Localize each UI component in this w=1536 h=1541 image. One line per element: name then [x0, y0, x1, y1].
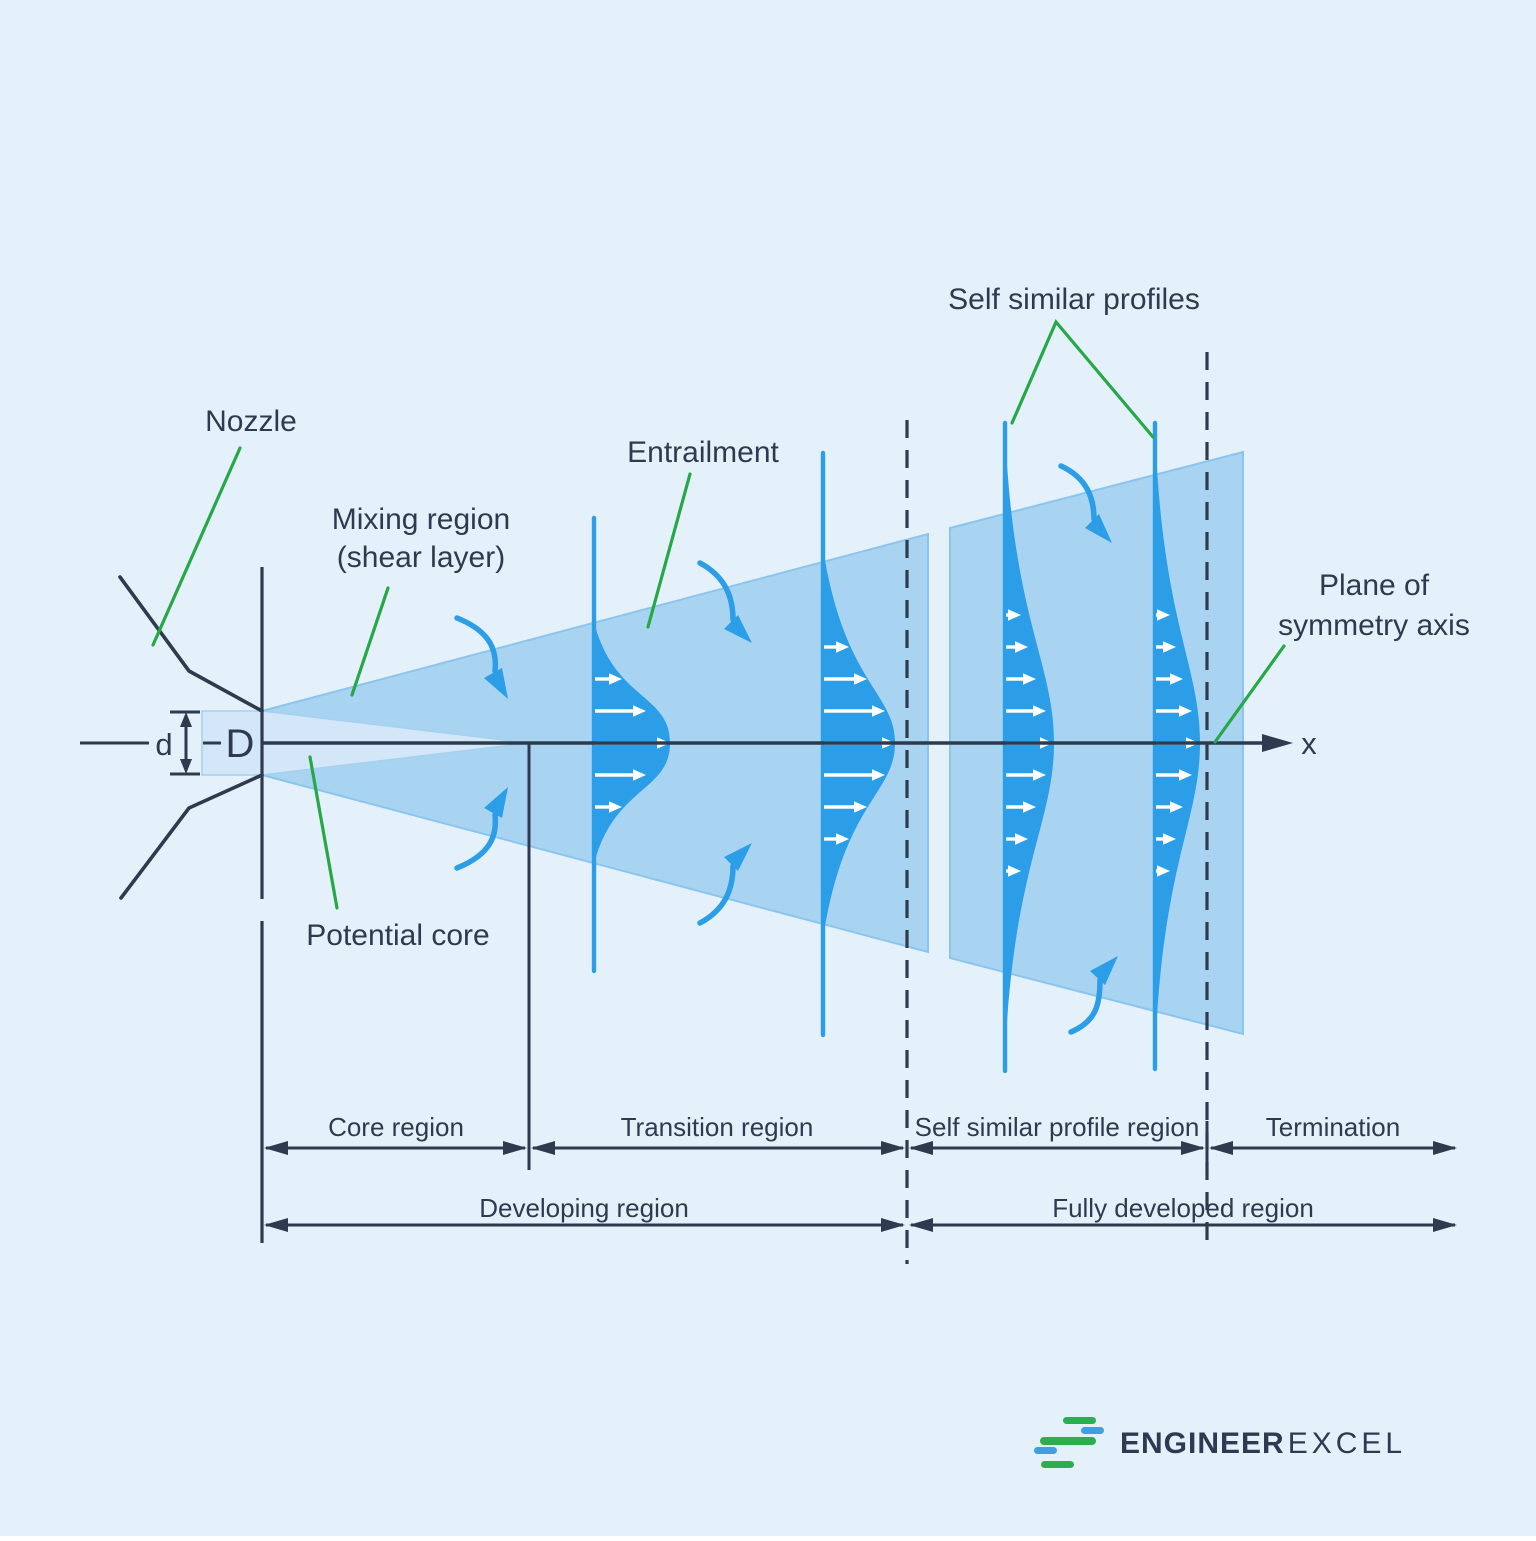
fully-developed-region-label: Fully developed region — [1052, 1193, 1314, 1223]
logo-bar-icon — [1034, 1447, 1057, 1454]
entrainment-arrow-lower-left — [454, 812, 499, 871]
dim-arrowhead — [531, 1141, 555, 1155]
velocity-arrowhead — [1015, 641, 1028, 653]
velocity-arrowhead — [1023, 673, 1036, 685]
logo-bar-icon — [1063, 1417, 1096, 1424]
d-dim-arrowhead-down — [180, 759, 192, 774]
small-diameter-label: d — [155, 727, 172, 762]
velocity-arrowhead — [836, 641, 849, 653]
velocity-arrowhead — [1170, 801, 1183, 813]
velocity-arrowhead — [854, 801, 867, 813]
self-similar-pointer-lines — [1010, 318, 1155, 439]
entrainment-arrow-upper-left — [454, 615, 499, 674]
pointer-lines — [151, 318, 1286, 910]
velocity-arrowhead — [1157, 865, 1170, 877]
nozzle-lower-wall — [119, 773, 264, 900]
entrainment-arrowhead — [1090, 956, 1118, 985]
potential-core-pointer-line — [308, 755, 339, 910]
logo-bar-icon — [1041, 1461, 1074, 1468]
x-axis-label: x — [1301, 726, 1317, 761]
velocity-arrowhead — [872, 705, 885, 717]
entrainment-arrowhead — [484, 787, 508, 818]
logo-text-bold: ENGINEER — [1120, 1427, 1285, 1460]
entrainment-arrowhead — [1085, 514, 1112, 543]
dim-arrowhead — [881, 1218, 905, 1232]
dim-arrowhead — [264, 1141, 288, 1155]
potential-core-label: Potential core — [306, 919, 489, 952]
plane-of-symmetry-label-line1: Plane of — [1319, 569, 1430, 602]
velocity-arrowhead — [609, 801, 622, 813]
dim-arrowhead — [1181, 1141, 1205, 1155]
dim-arrowhead — [909, 1218, 933, 1232]
symmetry-axis-pointer-line — [1213, 644, 1286, 744]
velocity-arrowhead — [872, 769, 885, 781]
nozzle-pointer-line — [151, 446, 242, 647]
nozzle-label: Nozzle — [205, 405, 297, 438]
region-boundaries — [905, 352, 1209, 1264]
labels: Nozzle Mixing region (shear layer) Entra… — [155, 283, 1469, 1223]
entrainment-arrow-lower-mid — [697, 863, 736, 926]
velocity-arrowhead — [1179, 705, 1192, 717]
entrainment-label: Entrailment — [627, 436, 779, 469]
dim-arrowhead — [503, 1141, 527, 1155]
velocity-arrowhead — [1170, 673, 1183, 685]
entrainment-arrowhead — [724, 843, 752, 871]
logo-bar-icon — [1081, 1427, 1104, 1434]
mixing-region-pointer-line — [350, 586, 390, 697]
plane-of-symmetry-label-line2: symmetry axis — [1278, 609, 1470, 642]
velocity-arrowhead — [609, 673, 622, 685]
velocity-arrowhead — [633, 769, 646, 781]
velocity-arrowhead — [854, 673, 867, 685]
entrainment-arrow-upper-right — [1058, 463, 1097, 522]
self-similar-profiles-label: Self similar profiles — [948, 283, 1200, 316]
dim-arrowhead — [909, 1141, 933, 1155]
dimension-rows — [264, 1121, 1457, 1232]
nozzle-outline — [118, 567, 531, 1243]
velocity-arrowhead — [1008, 609, 1021, 621]
d-dim-arrowhead-up — [180, 712, 192, 727]
mixing-region-label-line2: (shear layer) — [337, 541, 505, 574]
entrainment-arrows — [454, 463, 1118, 1035]
velocity-arrowhead — [1157, 609, 1170, 621]
termination-region-label: Termination — [1266, 1112, 1400, 1142]
mixing-region-label-line1: Mixing region — [332, 503, 510, 536]
self-similar-region-label: Self similar profile region — [915, 1112, 1200, 1142]
velocity-arrowhead — [1163, 641, 1176, 653]
large-diameter-label: D — [226, 722, 255, 766]
dim-arrowhead — [881, 1141, 905, 1155]
transition-region-label: Transition region — [621, 1112, 814, 1142]
logo-text-light: EXCEL — [1288, 1427, 1406, 1460]
velocity-arrowhead — [1033, 705, 1046, 717]
dim-arrowhead — [1433, 1141, 1457, 1155]
velocity-arrowhead — [1179, 769, 1192, 781]
velocity-arrowhead — [1033, 769, 1046, 781]
x-axis — [80, 710, 1293, 776]
velocity-arrowhead — [1008, 865, 1021, 877]
dim-arrowhead — [1433, 1218, 1457, 1232]
logo-bar-icon — [1040, 1437, 1096, 1445]
entrainment-arrowhead — [724, 615, 752, 643]
velocity-arrowhead — [1163, 833, 1176, 845]
nozzle-upper-wall — [118, 575, 264, 713]
dim-arrowhead — [264, 1218, 288, 1232]
velocity-arrowhead — [633, 705, 646, 717]
entrainment-pointer-line — [646, 472, 692, 629]
entrainment-arrowhead — [484, 668, 508, 699]
axis-arrowhead — [1262, 734, 1293, 752]
core-region-label: Core region — [328, 1112, 464, 1142]
velocity-arrowhead — [1015, 833, 1028, 845]
developing-region-label: Developing region — [479, 1193, 689, 1223]
velocity-arrowhead — [1023, 801, 1036, 813]
entrainment-arrow-upper-mid — [697, 560, 736, 623]
velocity-arrowhead — [836, 833, 849, 845]
dim-arrowhead — [1209, 1141, 1233, 1155]
entrainment-arrow-lower-right — [1068, 977, 1103, 1035]
